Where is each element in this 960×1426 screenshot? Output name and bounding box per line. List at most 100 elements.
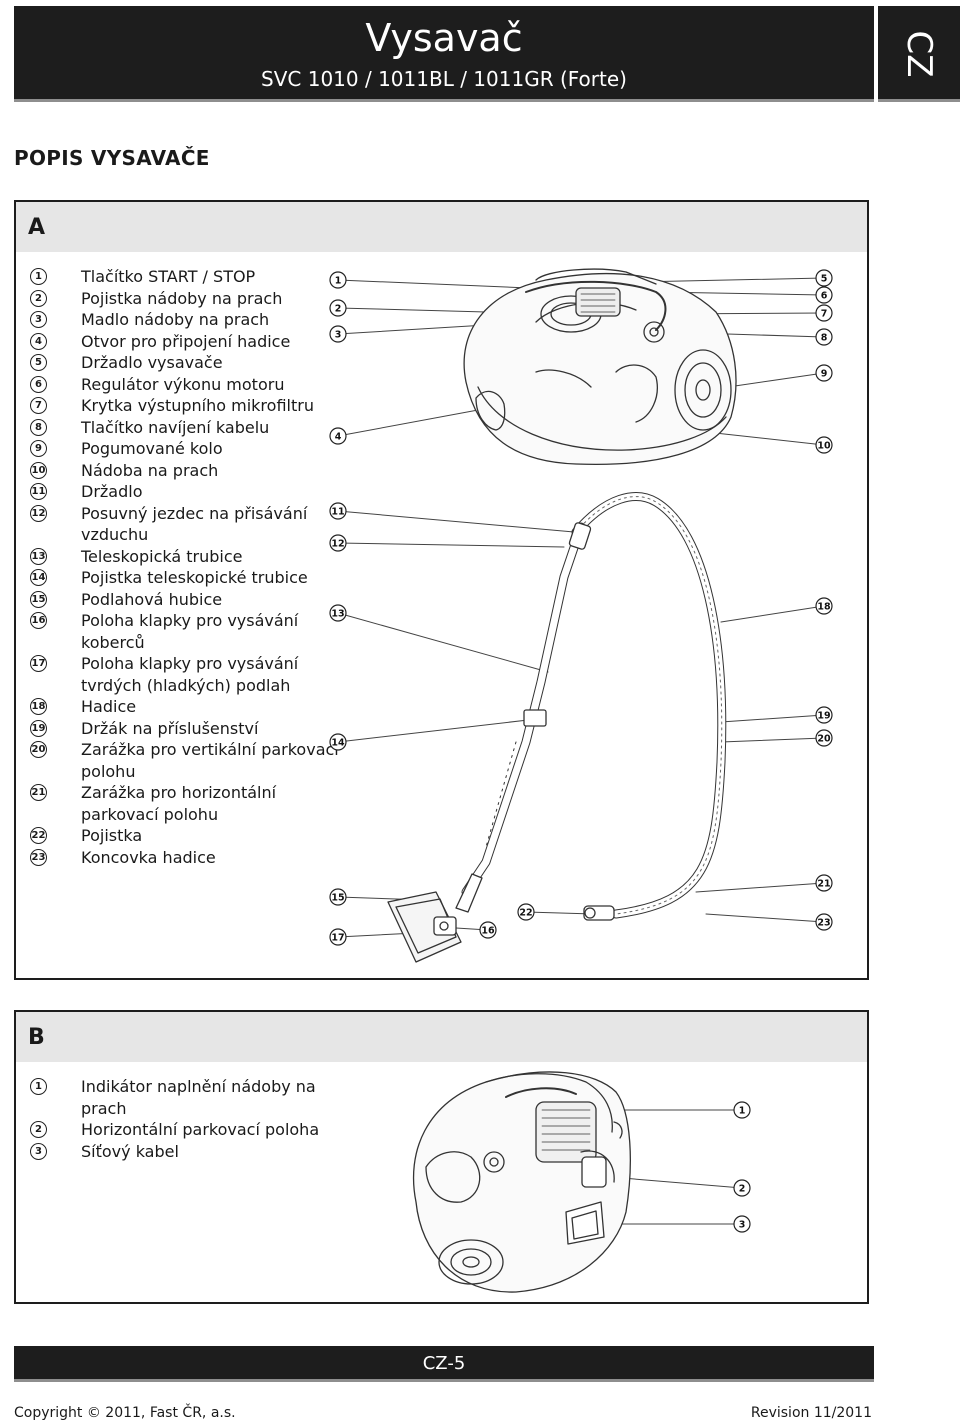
callout-15: 15 [329, 888, 347, 906]
revision-text: Revision 11/2011 [750, 1405, 872, 1421]
svg-text:3: 3 [739, 1220, 746, 1231]
callout-8: 8 [815, 328, 833, 346]
part-number-badge: 7 [30, 397, 47, 414]
part-description: Držák na příslušenství [81, 718, 259, 738]
svg-text:2: 2 [739, 1184, 746, 1195]
part-number-badge: 12 [30, 504, 47, 522]
part-description: Držadlo vysavače [81, 353, 223, 372]
part-number-badge: 3 [30, 1142, 47, 1160]
callout-13: 13 [329, 604, 347, 622]
svg-text:1: 1 [335, 276, 342, 287]
callout-17: 17 [329, 928, 347, 946]
model-subtitle: SVC 1010 / 1011BL / 1011GR (Forte) [261, 67, 627, 91]
part-number-badge: 3 [30, 311, 47, 328]
vacuum-body-illustration [463, 268, 737, 466]
part-description: Pojistka [81, 826, 143, 845]
part-description: Posuvný jezdec na přisávání vzduchu [81, 503, 308, 545]
part-description: Nádoba na prach [81, 460, 219, 480]
part-list-item: 3 Síťový kabel [30, 1141, 348, 1163]
page-title: Vysavač [365, 16, 523, 60]
part-description: Pogumované kolo [81, 439, 223, 458]
part-description: Horizontální parkovací poloha [81, 1120, 320, 1139]
svg-text:9: 9 [821, 369, 828, 380]
callout-1: 1 [329, 271, 347, 289]
svg-text:12: 12 [331, 539, 344, 550]
part-description: Poloha klapky pro vysávání tvrdých (hlad… [81, 654, 299, 695]
section-title: POPIS VYSAVAČE [14, 146, 210, 170]
callout-3: 3 [329, 325, 347, 343]
callout-19: 19 [815, 706, 833, 724]
part-list-item: 5 Držadlo vysavače [30, 352, 348, 374]
part-list-item: 9 Pogumované kolo [30, 438, 348, 460]
callout-4: 4 [329, 427, 347, 445]
part-number-badge: 5 [30, 354, 47, 371]
part-number-badge: 18 [30, 698, 47, 715]
svg-text:3: 3 [335, 330, 342, 341]
part-number-badge: 10 [30, 461, 47, 479]
part-number-badge: 9 [30, 440, 47, 457]
part-description: Držadlo [81, 482, 143, 501]
svg-text:8: 8 [821, 333, 828, 344]
svg-text:13: 13 [331, 609, 344, 620]
svg-text:14: 14 [331, 738, 345, 749]
part-description: Pojistka teleskopické trubice [81, 568, 308, 587]
svg-text:19: 19 [817, 711, 830, 722]
callout-18: 18 [815, 597, 833, 615]
panel-a-header: A [16, 202, 867, 252]
callout-9: 9 [815, 364, 833, 382]
callout-23: 23 [815, 913, 833, 931]
svg-text:17: 17 [331, 933, 344, 944]
part-number-badge: 2 [30, 289, 47, 307]
svg-text:1: 1 [739, 1106, 746, 1117]
svg-text:5: 5 [821, 274, 828, 285]
callout-7: 7 [815, 304, 833, 322]
part-description: Hadice [81, 697, 137, 716]
part-description: Síťový kabel [81, 1141, 179, 1161]
page-number-bar: CZ-5 [14, 1346, 874, 1382]
callout-10: 10 [815, 436, 833, 454]
svg-text:23: 23 [817, 918, 830, 929]
part-number-badge: 23 [30, 848, 47, 866]
part-number-badge: 21 [30, 784, 47, 801]
part-description: Poloha klapky pro vysávání koberců [81, 611, 299, 652]
svg-text:20: 20 [817, 734, 831, 745]
vacuum-rear-diagram: 1 2 3 [412, 1071, 751, 1293]
callout-16: 16 [479, 921, 497, 939]
part-list-item: 11 Držadlo [30, 481, 348, 503]
part-description: Madlo nádoby na prach [81, 310, 270, 329]
callout-14: 14 [329, 733, 347, 751]
callout-20: 20 [815, 729, 833, 747]
part-description: Otvor pro připojení hadice [81, 331, 291, 351]
floor-nozzle-illustration [387, 873, 483, 963]
part-number-badge: 1 [30, 1078, 47, 1095]
part-number-badge: 11 [30, 483, 47, 500]
svg-text:7: 7 [821, 309, 828, 320]
language-code: CZ [899, 30, 939, 78]
svg-text:11: 11 [331, 507, 344, 518]
part-number-badge: 17 [30, 655, 47, 672]
header-banner: Vysavač SVC 1010 / 1011BL / 1011GR (Fort… [14, 6, 874, 102]
part-number-badge: 1 [30, 268, 47, 285]
part-description: Teleskopická trubice [81, 546, 243, 566]
part-number-badge: 15 [30, 590, 47, 608]
tube-illustration [461, 522, 592, 897]
hose-illustration [571, 492, 727, 921]
